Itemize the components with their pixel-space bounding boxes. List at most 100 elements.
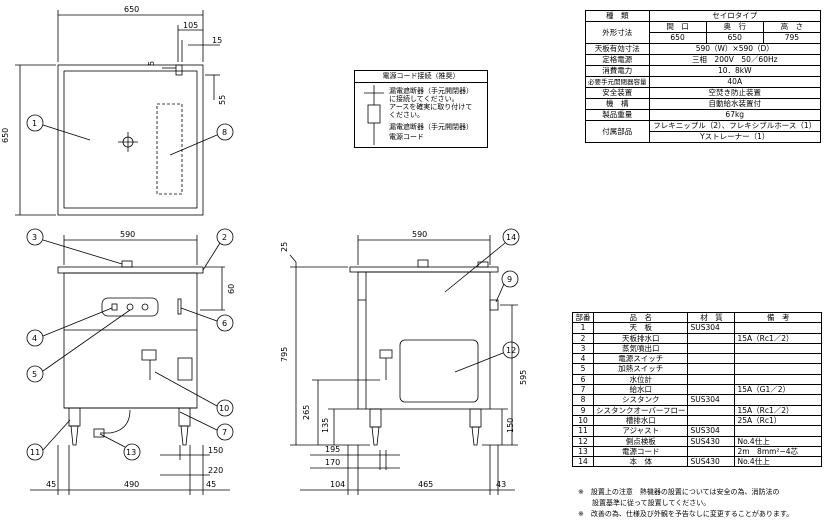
spec-type-label: 種 類 bbox=[585, 10, 650, 22]
callout-3: 3 bbox=[32, 233, 37, 242]
spec-row-value: 40A bbox=[648, 76, 821, 88]
part-name: 水位計 bbox=[592, 373, 689, 386]
cord-box-line3: アースを確実に取り付けて bbox=[389, 103, 473, 111]
part-name: シスタンク bbox=[592, 394, 689, 406]
callout-5: 5 bbox=[32, 370, 37, 379]
part-material bbox=[687, 445, 736, 458]
dim-top-width: 650 bbox=[124, 5, 139, 14]
dim-front-width: 590 bbox=[120, 230, 135, 239]
spec-dim-label: 外形寸法 bbox=[585, 21, 650, 44]
side-leg-right bbox=[469, 408, 482, 428]
switch-panel bbox=[101, 297, 159, 317]
part-note: 25A（Rc1） bbox=[734, 414, 822, 427]
callout-1: 1 bbox=[32, 119, 37, 128]
part-name: シスタンクオーバーフロー bbox=[592, 404, 689, 416]
spec-row-label: 天板有効寸法 bbox=[585, 43, 650, 55]
dim-150-side: 150 bbox=[506, 418, 515, 433]
cistern-tank-outline bbox=[156, 103, 183, 195]
spec-row-label: 安全装置 bbox=[585, 87, 650, 99]
dim-490: 490 bbox=[124, 480, 139, 489]
part-number: 7 bbox=[572, 384, 594, 396]
part-number: 6 bbox=[572, 373, 594, 386]
note-line: ※ 設置上の注意 熱機器の設置については安全の為、消防法の bbox=[578, 488, 780, 496]
part-note bbox=[734, 394, 822, 406]
dim-220: 220 bbox=[208, 466, 223, 475]
part-note: 15A（Rc1／2） bbox=[734, 404, 822, 416]
side-inspection-panel bbox=[399, 339, 479, 403]
spec-row-value: 三相 200V 50／60Hz bbox=[648, 54, 821, 66]
spec-dim-w: 650 bbox=[648, 32, 707, 44]
cord-box-line1: 漏電遮断器（手元開閉器） bbox=[389, 87, 473, 95]
callout-9: 9 bbox=[507, 275, 512, 284]
part-name: 電源スイッチ bbox=[592, 353, 689, 365]
part-material: SUS304 bbox=[687, 394, 736, 406]
spec-dim-header-d: 奥 行 bbox=[705, 21, 764, 33]
dim-side-width: 590 bbox=[412, 230, 427, 239]
part-material bbox=[687, 342, 736, 355]
dim-105: 105 bbox=[183, 21, 198, 30]
part-note: 2m 8mm²−4芯 bbox=[734, 445, 822, 458]
part-material bbox=[687, 373, 736, 386]
dim-150: 150 bbox=[208, 446, 223, 455]
parts-header-no: 部番 bbox=[572, 311, 594, 324]
part-number: 2 bbox=[572, 332, 594, 344]
spec-dim-header-h: 高 さ bbox=[762, 21, 822, 33]
cord-box-title: 電源コード接続（推奨） bbox=[355, 71, 487, 83]
spec-row-label: 消費電力 bbox=[585, 65, 650, 77]
part-number: 4 bbox=[572, 353, 594, 365]
parts-header-material: 材 質 bbox=[687, 311, 736, 324]
spec-row-value: 590（W）×590（D） bbox=[648, 43, 821, 55]
part-number: 12 bbox=[572, 435, 594, 447]
front-top-plate bbox=[57, 266, 204, 274]
part-note bbox=[734, 322, 822, 334]
dim-135: 135 bbox=[321, 418, 330, 433]
spec-type-value: セイロタイプ bbox=[648, 10, 821, 22]
callout-4: 4 bbox=[32, 334, 37, 343]
part-name: 天板排水口 bbox=[592, 332, 689, 344]
spec-row-value: 67kg bbox=[648, 109, 821, 121]
part-note: 15A（G1／2） bbox=[734, 384, 822, 396]
leg-left bbox=[68, 407, 81, 427]
cord-box-line2: に接続してください。 bbox=[389, 95, 459, 103]
part-name: アジャスト bbox=[592, 425, 689, 437]
top-view-outline bbox=[57, 64, 204, 216]
power-cord bbox=[100, 409, 131, 434]
top-view-inner bbox=[63, 70, 198, 209]
dim-top-depth: 650 bbox=[1, 128, 10, 143]
supply-port-box bbox=[177, 357, 193, 381]
part-material bbox=[687, 404, 736, 416]
part-name: 加熱スイッチ bbox=[592, 363, 689, 375]
part-number: 10 bbox=[572, 414, 594, 427]
dim-45-left: 45 bbox=[46, 480, 56, 489]
spec-accessories-line1: フレキニップル（2）、フレキシブルホース（1） bbox=[648, 120, 821, 132]
cord-box-label2: 電源コード bbox=[389, 133, 424, 141]
part-material bbox=[687, 363, 736, 375]
note-line: ※ 改善の為、仕様及び外観を予告なしに変更することがあります。 bbox=[578, 510, 794, 518]
spec-dim-header-w: 間 口 bbox=[648, 21, 707, 33]
drain-valve bbox=[141, 349, 157, 361]
part-note bbox=[734, 425, 822, 437]
part-note: No.4仕上 bbox=[734, 456, 822, 468]
part-name: 天 板 bbox=[592, 322, 689, 334]
cord-box-label1: 漏電遮断器（手元開閉器） bbox=[389, 123, 473, 131]
spec-row-value: 10．8kW bbox=[648, 65, 821, 77]
callout-10: 10 bbox=[219, 404, 229, 413]
part-name: 本 体 bbox=[592, 456, 689, 468]
part-name: 電源コード bbox=[592, 445, 689, 458]
part-material bbox=[687, 414, 736, 427]
callout-12: 12 bbox=[506, 346, 516, 355]
callout-7: 7 bbox=[222, 428, 227, 437]
dim-104: 104 bbox=[330, 480, 345, 489]
part-name: 側点検板 bbox=[592, 435, 689, 447]
overflow-pipe bbox=[489, 299, 499, 311]
part-material: SUS304 bbox=[687, 425, 736, 437]
spec-accessories-line2: Yストレーナー（1） bbox=[648, 131, 821, 143]
